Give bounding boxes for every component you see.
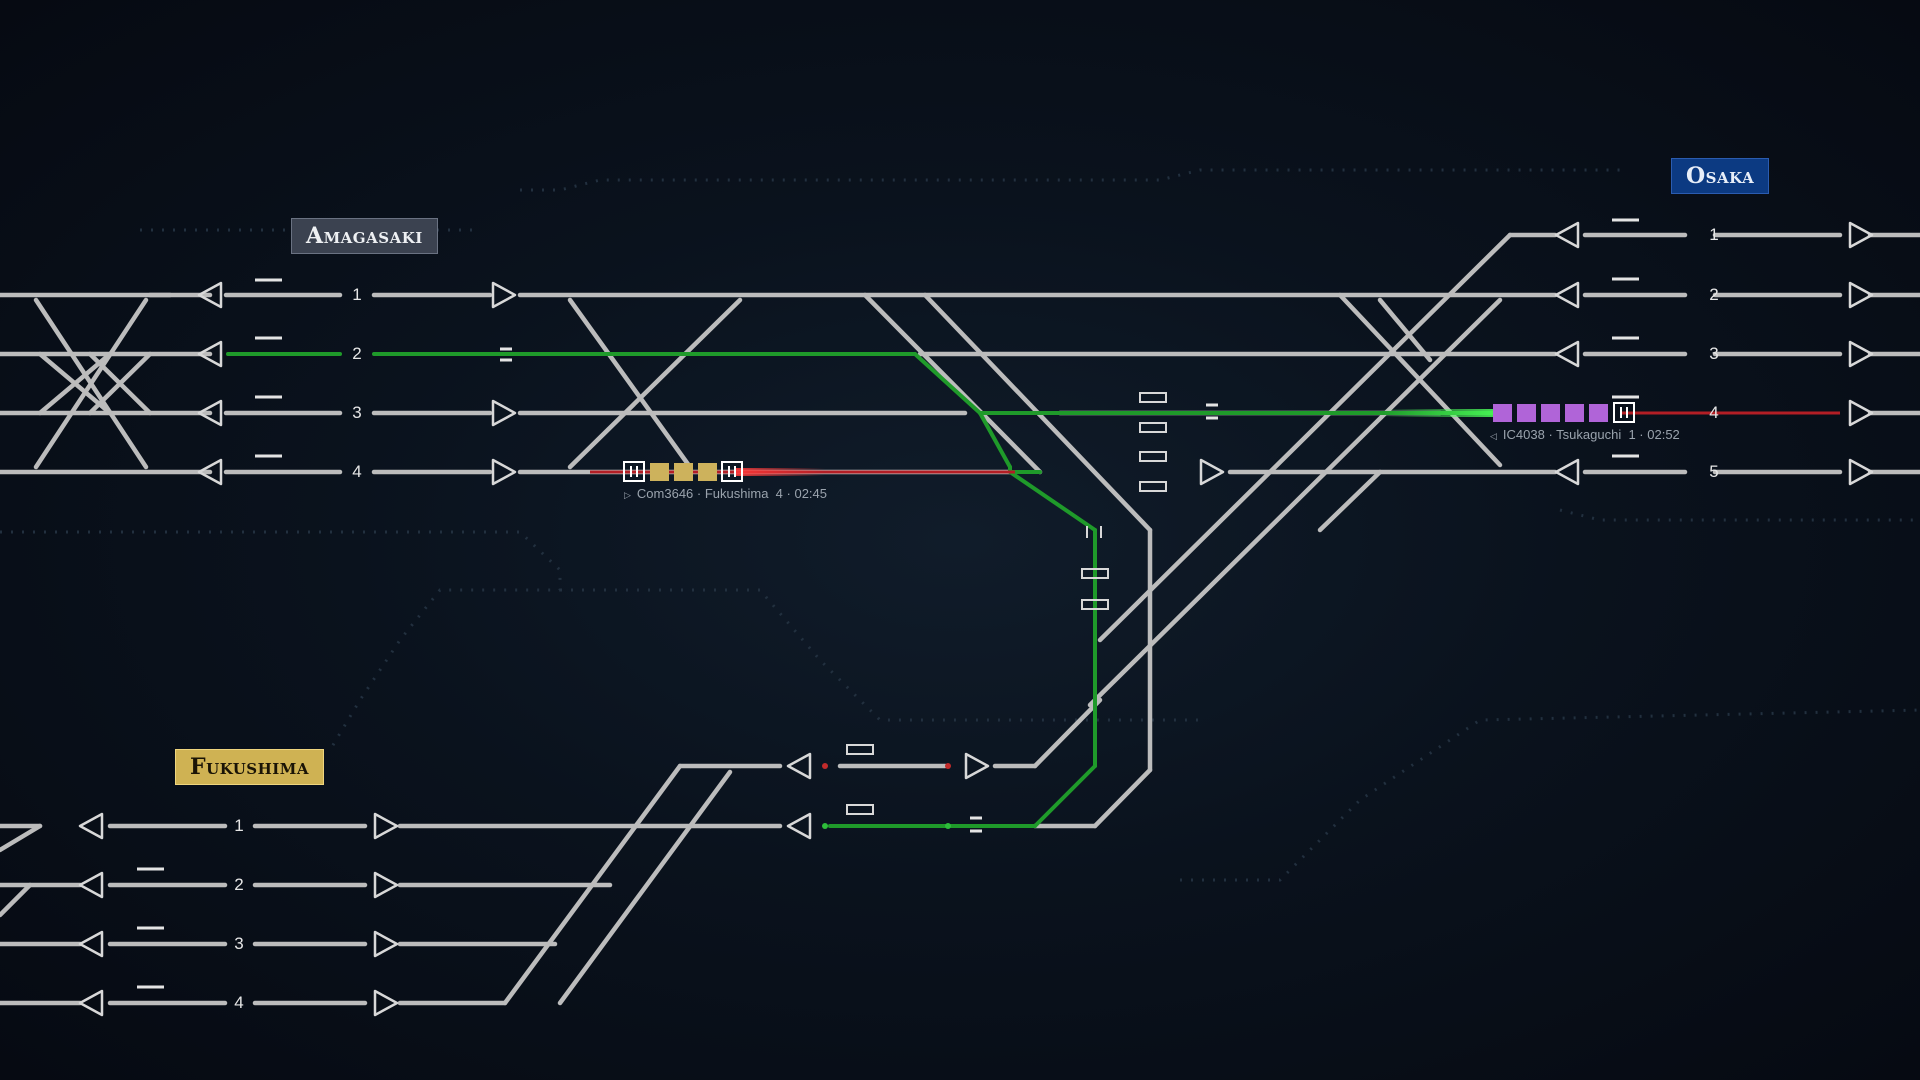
signal-right-icon bbox=[1848, 340, 1874, 368]
switch-markers[interactable] bbox=[846, 392, 1167, 815]
signal-left-icon bbox=[78, 812, 104, 840]
station-label-amagasaki[interactable]: Amagasaki bbox=[291, 218, 438, 254]
train-id: Com3646 bbox=[636, 486, 694, 501]
occupied-blocks bbox=[590, 411, 1840, 474]
track-number: 2 bbox=[352, 344, 362, 363]
train-car bbox=[650, 463, 669, 481]
signal-right-icon bbox=[1199, 458, 1225, 486]
signal-left-icon bbox=[786, 752, 812, 780]
track-number: 3 bbox=[1709, 344, 1719, 363]
signal-right-icon bbox=[373, 871, 399, 899]
signal-right-icon bbox=[1848, 458, 1874, 486]
switch-marker bbox=[1139, 422, 1167, 433]
signal-right-icon bbox=[964, 752, 990, 780]
train-car bbox=[698, 463, 717, 481]
station-label-osaka[interactable]: Osaka bbox=[1671, 158, 1770, 194]
signal-left-icon bbox=[1554, 458, 1580, 486]
signal-right-icon bbox=[373, 930, 399, 958]
signal-left-icon bbox=[1554, 281, 1580, 309]
region-outlines bbox=[0, 168, 1920, 882]
signal-left-icon bbox=[197, 458, 223, 486]
track-number: 1 bbox=[234, 816, 244, 835]
signal-right-icon bbox=[491, 281, 517, 309]
signals[interactable] bbox=[78, 221, 1874, 1017]
train-ic4038[interactable] bbox=[1493, 402, 1635, 423]
train-platform: 1 bbox=[1628, 427, 1636, 442]
switch-marker bbox=[846, 804, 874, 815]
train-time: 02:45 bbox=[794, 486, 828, 501]
signal-right-icon bbox=[373, 989, 399, 1017]
train-time: 02:52 bbox=[1647, 427, 1680, 442]
train-car bbox=[1517, 404, 1536, 422]
signal-left-icon bbox=[78, 871, 104, 899]
signal-left-icon bbox=[197, 399, 223, 427]
signal-right-icon bbox=[1848, 221, 1874, 249]
switch-marker bbox=[1081, 599, 1109, 610]
switch-marker bbox=[1139, 392, 1167, 403]
play-left-icon: ◁ bbox=[1490, 431, 1497, 441]
signal-right-icon bbox=[1848, 281, 1874, 309]
train-info-ic4038[interactable]: ◁IC4038 · Tsukaguchi 1 · 02:52 bbox=[1490, 427, 1680, 442]
signal-left-icon bbox=[1554, 340, 1580, 368]
signal-markers-red bbox=[822, 763, 951, 769]
tracks bbox=[0, 232, 1920, 1006]
track-number: 2 bbox=[234, 875, 244, 894]
train-id: IC4038 bbox=[1502, 427, 1545, 442]
train-car bbox=[1493, 404, 1512, 422]
track-number: 4 bbox=[234, 993, 244, 1012]
switch-marker bbox=[846, 744, 874, 755]
train-car bbox=[1565, 404, 1584, 422]
switch-marker bbox=[1139, 481, 1167, 492]
train-car bbox=[1589, 404, 1608, 422]
signal-left-icon bbox=[1554, 221, 1580, 249]
station-label-fukushima[interactable]: Fukushima bbox=[175, 749, 325, 785]
signal-right-icon bbox=[491, 458, 517, 486]
signal-left-icon bbox=[78, 989, 104, 1017]
track-number: 2 bbox=[1709, 285, 1719, 304]
signal-left-icon bbox=[197, 281, 223, 309]
track-number: 1 bbox=[352, 285, 362, 304]
track-number: 1 bbox=[1709, 225, 1719, 244]
train-com3646[interactable] bbox=[623, 461, 743, 482]
signal-markers-green bbox=[822, 823, 951, 829]
signal-left-icon bbox=[786, 812, 812, 840]
switch-marker bbox=[1081, 568, 1109, 579]
train-destination: Fukushima bbox=[704, 486, 769, 501]
track-number: 4 bbox=[1709, 403, 1719, 422]
signal-left-icon bbox=[78, 930, 104, 958]
route-glow bbox=[1380, 409, 1500, 417]
train-car bbox=[1541, 404, 1560, 422]
set-route bbox=[226, 352, 1502, 828]
play-right-icon: ▷ bbox=[624, 490, 631, 500]
platform-markers bbox=[137, 218, 1639, 989]
signal-right-icon bbox=[1848, 399, 1874, 427]
train-destination: Tsukaguchi bbox=[1556, 427, 1622, 442]
track-number: 5 bbox=[1709, 462, 1719, 481]
track-number: 3 bbox=[352, 403, 362, 422]
track-number: 3 bbox=[234, 934, 244, 953]
signal-right-icon bbox=[373, 812, 399, 840]
switch-marker bbox=[1139, 451, 1167, 462]
train-car bbox=[674, 463, 693, 481]
train-glow bbox=[735, 468, 825, 476]
signal-right-icon bbox=[491, 399, 517, 427]
track-number: 4 bbox=[352, 462, 362, 481]
signal-left-icon bbox=[197, 340, 223, 368]
train-platform: 4 bbox=[775, 486, 783, 501]
train-info-com3646[interactable]: ▷Com3646 · Fukushima 4 · 02:45 bbox=[624, 486, 828, 501]
